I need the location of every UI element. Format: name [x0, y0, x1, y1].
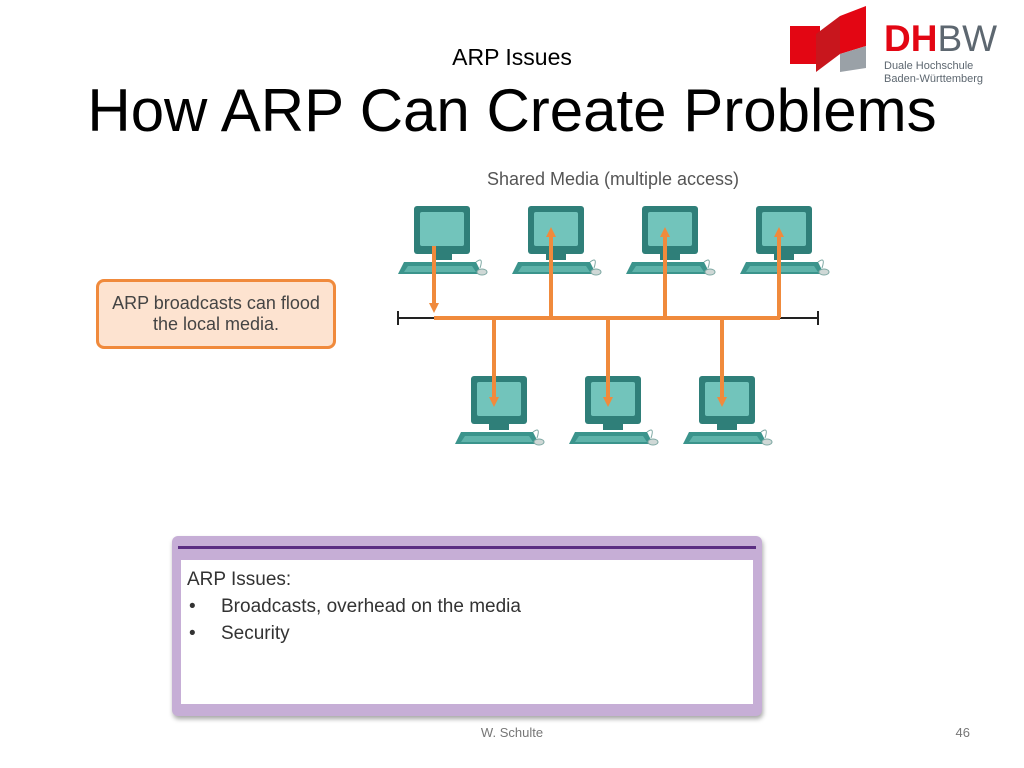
- info-box-rule: [178, 546, 756, 549]
- logo-line-1: Duale Hochschule: [884, 60, 974, 72]
- diagram-caption: Shared Media (multiple access): [487, 169, 739, 189]
- computer-top-2: [512, 205, 602, 276]
- computer-top-3: [626, 205, 716, 276]
- computer-bottom-3: [683, 375, 773, 446]
- page-number: 46: [955, 725, 970, 740]
- dhbw-logo-wordmark: DHBW: [884, 20, 997, 57]
- arp-issues-box: ARP Issues: Broadcasts, overhead on the …: [172, 536, 762, 716]
- logo-dh: DH: [884, 18, 938, 59]
- logo-subtitle: Duale Hochschule Baden-Württemberg: [884, 60, 983, 86]
- logo-line-2: Baden-Württemberg: [884, 73, 984, 85]
- list-item: Security: [187, 620, 747, 647]
- slide-subtitle: ARP Issues: [452, 44, 572, 70]
- logo-bw: BW: [937, 18, 998, 59]
- info-box-heading: ARP Issues:: [187, 569, 292, 590]
- dhbw-logo: DHBW Duale Hochschule Baden-Württemberg: [788, 6, 1018, 86]
- slide-title: How ARP Can Create Problems: [87, 77, 937, 144]
- arp-broadcast-callout: ARP broadcasts can flood the local media…: [96, 279, 336, 349]
- info-box-content: ARP Issues: Broadcasts, overhead on the …: [181, 560, 753, 704]
- footer-author: W. Schulte: [480, 725, 544, 740]
- computer-bottom-1: [455, 375, 545, 446]
- computer-bottom-2: [569, 375, 659, 446]
- info-box-list: Broadcasts, overhead on the media Securi…: [187, 593, 747, 647]
- dhbw-logo-mark: [790, 6, 866, 72]
- list-item: Broadcasts, overhead on the media: [187, 593, 747, 620]
- computer-top-1: [398, 205, 488, 276]
- computer-top-4: [740, 205, 830, 276]
